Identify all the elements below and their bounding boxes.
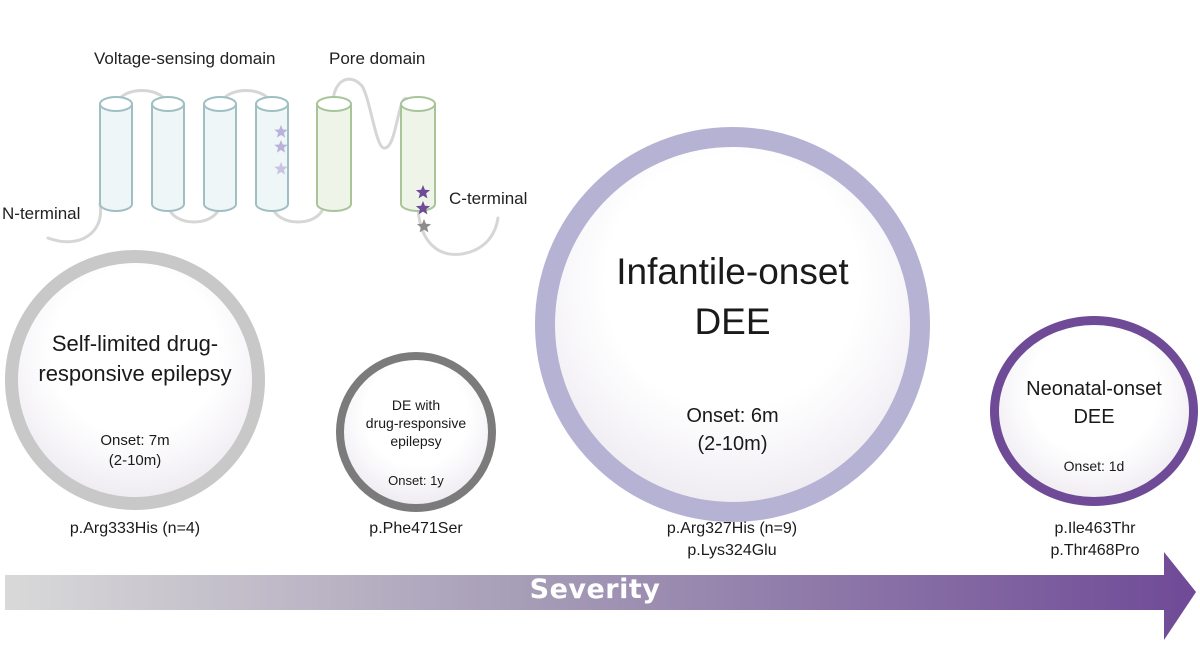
segment-s4: [255, 96, 289, 212]
onset-line: Onset: 7m: [100, 432, 170, 449]
onset-line: Onset: 1d: [1063, 458, 1125, 474]
phenotype-title: DE with drug-responsive epilepsy: [344, 396, 488, 450]
phenotype-title-line: epilepsy: [390, 433, 442, 449]
voltage-sensing-domain-label: Voltage-sensing domain: [94, 49, 276, 68]
n-terminal-label: N-terminal: [2, 204, 81, 223]
star-icon: [274, 162, 288, 175]
segment-s2: [151, 96, 185, 212]
segment-s3: [203, 96, 237, 212]
onset-text: Onset: 7m (2-10m): [18, 431, 252, 471]
severity-arrow: [5, 552, 1196, 640]
star-icon: [274, 140, 288, 153]
n-terminal-tail: [46, 202, 103, 244]
segment-s6: [400, 96, 436, 212]
phenotype-title-line: responsive epilepsy: [38, 361, 232, 386]
phenotype-title-line: Self-limited drug-: [51, 331, 219, 356]
phenotype-title: Self-limited drug- responsive epilepsy: [18, 329, 252, 389]
onset-line: (2-10m): [108, 452, 162, 469]
segment-s5: [316, 96, 352, 212]
pore-loop: [331, 77, 412, 150]
variant-label: p.Ile463Thr: [1054, 520, 1136, 537]
variant-label: p.Thr468Pro: [1050, 542, 1140, 559]
variant-list-neonatal: p.Ile463Thr p.Thr468Pro: [1015, 518, 1175, 562]
phenotype-title-line: drug-responsive: [365, 415, 467, 431]
phenotype-title-line: DEE: [694, 301, 771, 342]
severity-label: Severity: [529, 574, 661, 605]
phenotype-title: Neonatal-onset DEE: [999, 375, 1189, 431]
phenotype-circle-infantile-onset: Infantile-onset DEE Onset: 6m (2-10m): [535, 127, 930, 522]
variant-label: p.Arg327His (n=9): [666, 520, 798, 537]
variant-label: p.Phe471Ser: [369, 520, 463, 537]
phenotype-circle-neonatal-onset: Neonatal-onset DEE Onset: 1d: [990, 316, 1198, 506]
star-icon: [415, 201, 431, 215]
onset-line: Onset: 1y: [388, 473, 444, 488]
phenotype-circle-de-drug-responsive: DE with drug-responsive epilepsy Onset: …: [336, 352, 496, 512]
pore-domain-label: Pore domain: [329, 49, 426, 68]
phenotype-title: Infantile-onset DEE: [555, 247, 910, 347]
onset-text: Onset: 1y: [344, 472, 488, 489]
variant-list-de: p.Phe471Ser: [336, 518, 496, 540]
variant-label: p.Arg333His (n=4): [69, 520, 201, 537]
onset-line: Onset: 6m: [686, 405, 779, 427]
star-icon: [274, 125, 288, 138]
phenotype-title-line: DE with: [391, 397, 441, 413]
segment-s1: [99, 96, 133, 212]
phenotype-title-line: Infantile-onset: [616, 251, 849, 292]
variant-label: p.Lys324Glu: [687, 542, 777, 559]
onset-text: Onset: 1d: [999, 457, 1189, 475]
phenotype-title-line: Neonatal-onset: [1026, 378, 1162, 400]
c-terminal-tail: [416, 202, 500, 256]
variant-list-infantile: p.Arg327His (n=9) p.Lys324Glu: [632, 518, 832, 562]
variant-list-self-limited: p.Arg333His (n=4): [45, 518, 225, 540]
phenotype-title-line: DEE: [1073, 406, 1115, 428]
onset-line: (2-10m): [697, 433, 768, 455]
phenotype-circle-self-limited: Self-limited drug- responsive epilepsy O…: [5, 250, 265, 510]
channel-topology-diagram: [46, 77, 500, 256]
star-icon: [416, 219, 432, 233]
onset-text: Onset: 6m (2-10m): [555, 402, 910, 458]
c-terminal-label: C-terminal: [449, 189, 528, 208]
star-icon: [415, 185, 431, 199]
